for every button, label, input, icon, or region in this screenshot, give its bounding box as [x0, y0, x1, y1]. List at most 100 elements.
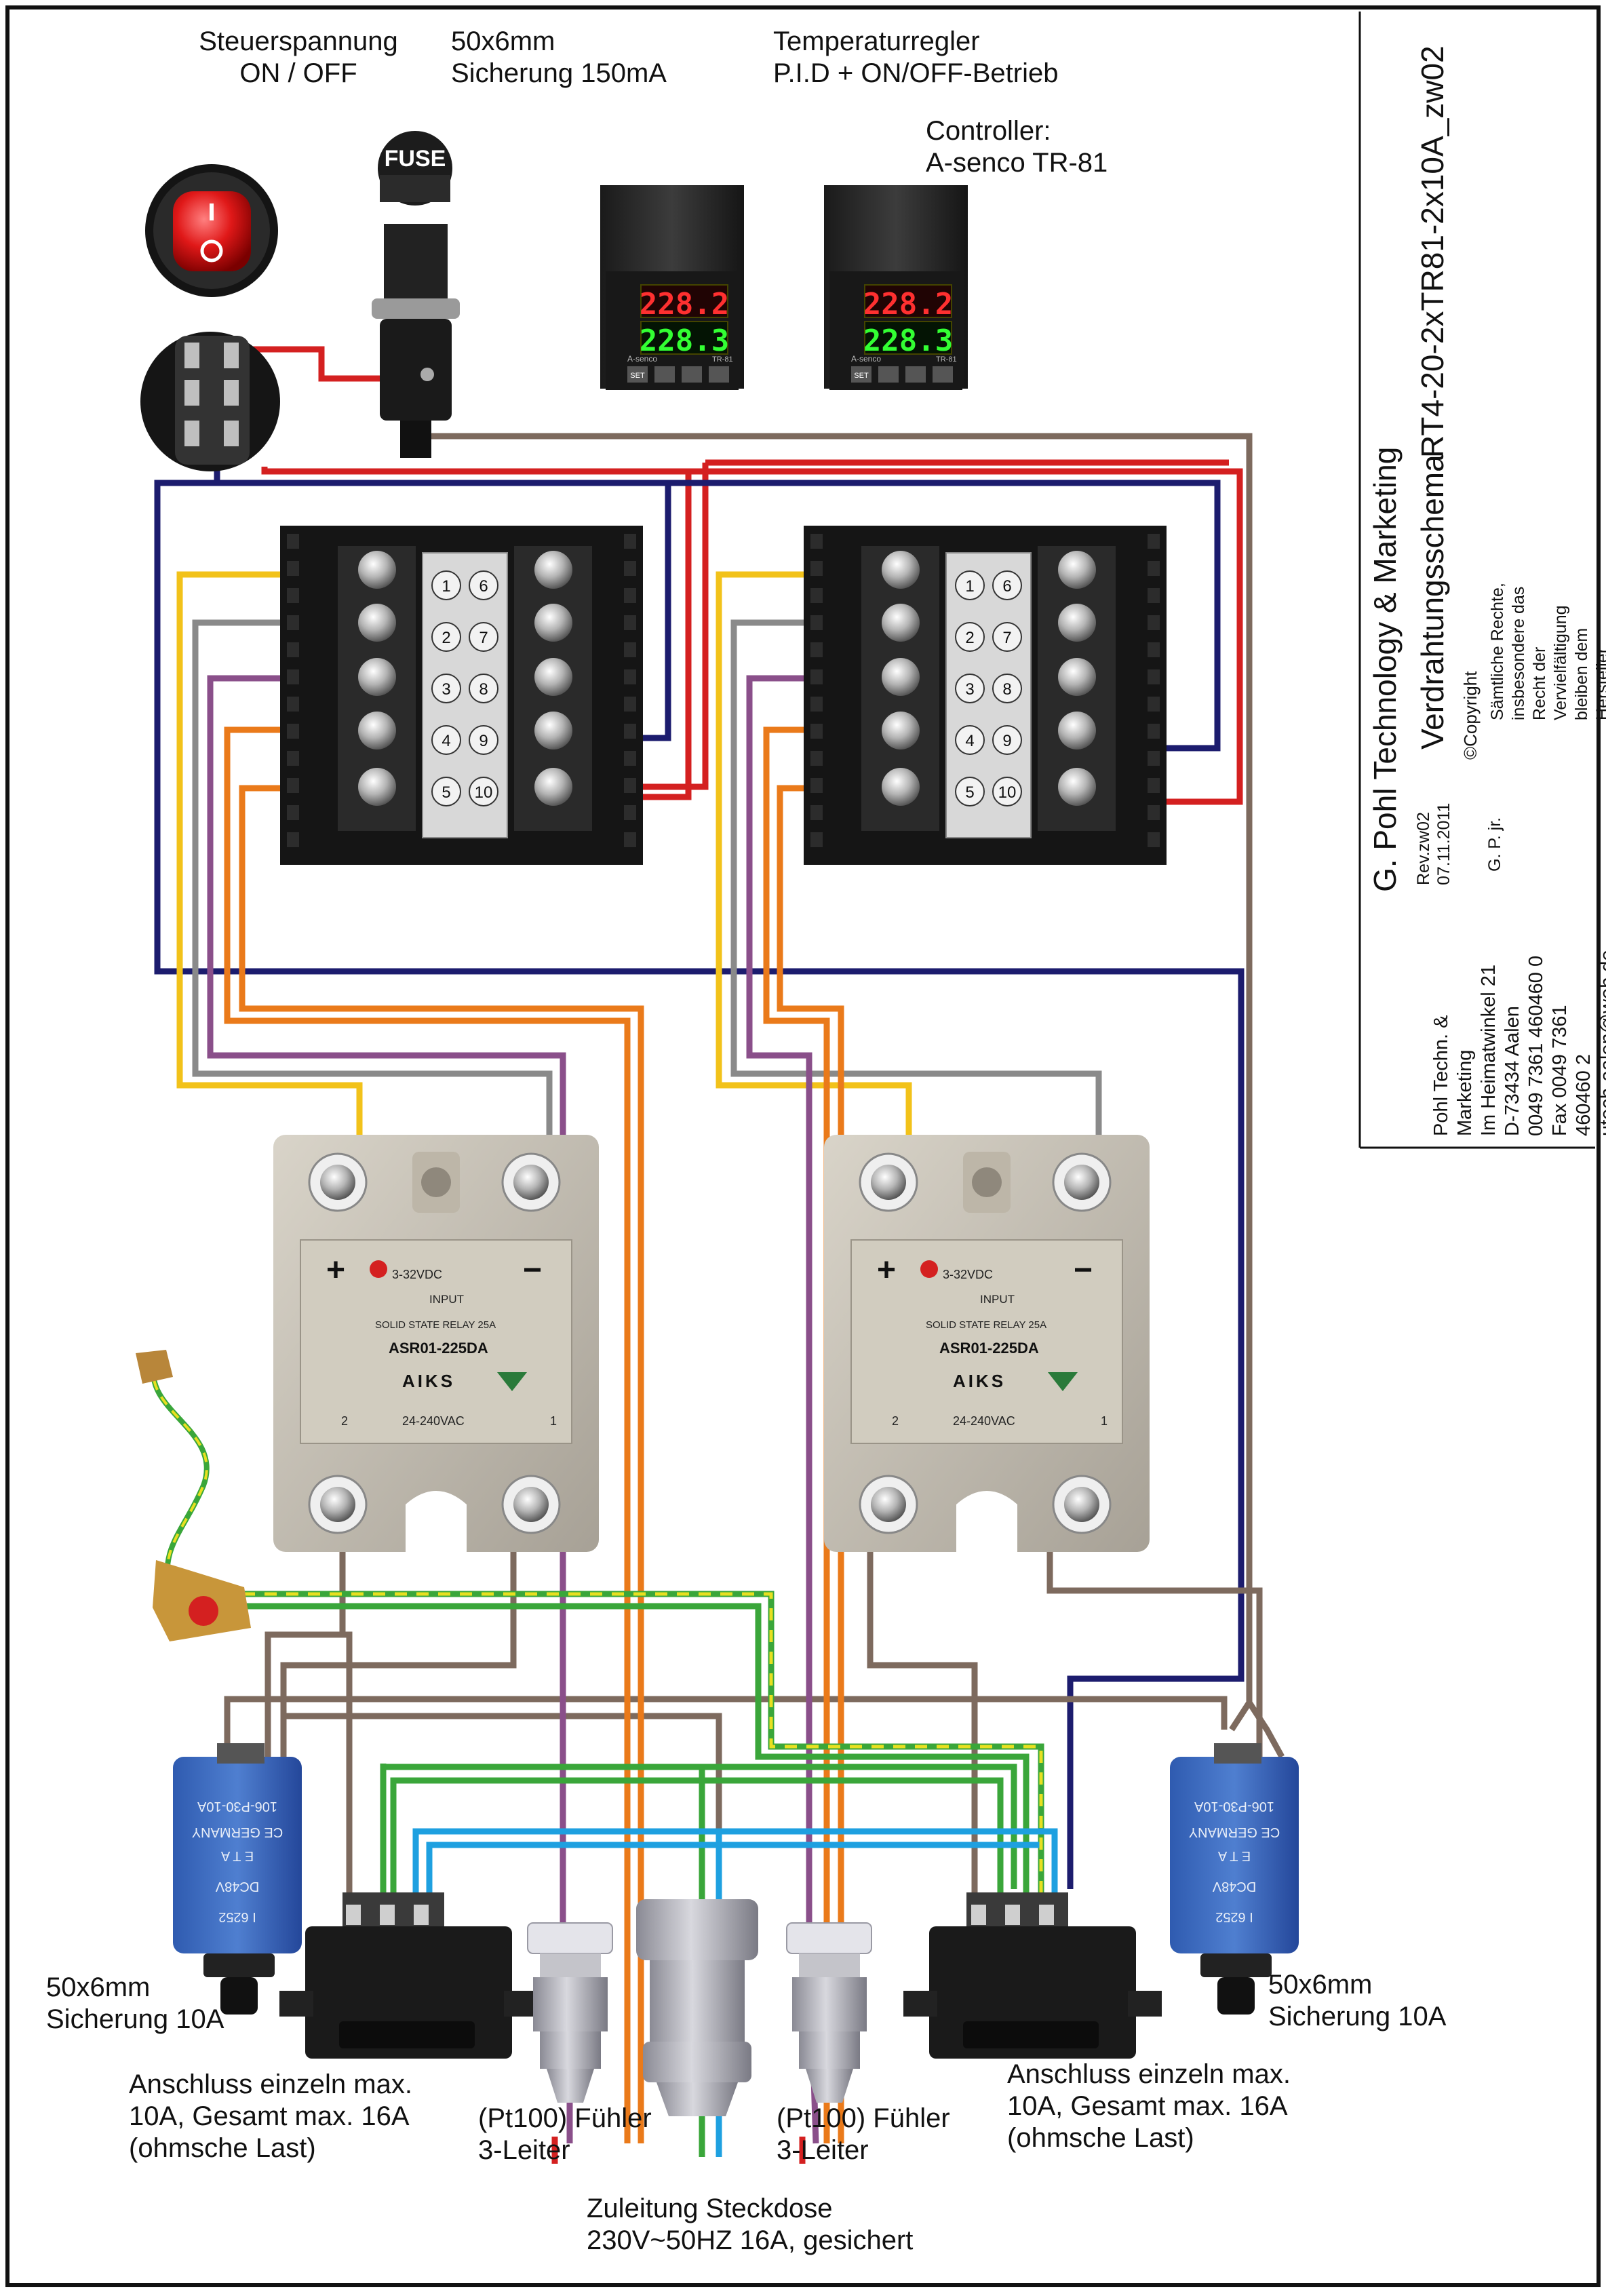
- terminal-screw: [1058, 768, 1096, 806]
- ssr-dc-range: 3-32VDC: [392, 1268, 442, 1281]
- cable-gland-mains: [636, 1899, 758, 2116]
- ssr-minus: −: [523, 1252, 542, 1288]
- terminal-block-rib: [287, 832, 299, 847]
- terminal-number-circle: [469, 570, 498, 600]
- terminal-number-circle: [955, 570, 985, 600]
- terminal-screw: [358, 712, 396, 750]
- ssr-plus: +: [326, 1252, 345, 1288]
- ssr-plus: +: [877, 1252, 896, 1288]
- ssr-type-label: SOLID STATE RELAY 25A: [375, 1319, 496, 1331]
- breaker-nut: [203, 1953, 275, 1977]
- terminal-block-rib: [287, 805, 299, 820]
- breaker-print-line: CE GERMANY: [192, 1825, 283, 1840]
- ssr-terminal-screw: [513, 1487, 549, 1522]
- terminal-screw: [882, 658, 920, 696]
- terminal-number-circle: [955, 674, 985, 703]
- ssr-term-2: 2: [341, 1414, 348, 1428]
- terminal-number-circle: [431, 777, 461, 806]
- outer-frame: [5, 5, 1601, 2287]
- title-revision: Rev.zw02: [1414, 812, 1433, 885]
- terminal-screw: [1058, 604, 1096, 642]
- wire-yellow-right: [716, 571, 912, 1156]
- title-drawing-number: RT4-20-2xTR81-2x10A_zw02: [1415, 45, 1450, 458]
- terminal-block-rib: [287, 561, 299, 576]
- breaker-print-line: 106-P30-10A: [197, 1799, 277, 1814]
- wire-brown-right-b: [1046, 1516, 1263, 1757]
- ssr-mount-slot: [406, 1491, 467, 1552]
- terminal-block-rib: [624, 778, 636, 793]
- terminal-number-circle: [955, 777, 985, 806]
- terminal-block-rib: [810, 615, 823, 630]
- terminal-screw: [534, 604, 572, 642]
- terminal-block-rib: [287, 724, 299, 739]
- terminal-block-rib: [810, 724, 823, 739]
- terminal-screw: [882, 604, 920, 642]
- terminal-number-circle: [992, 622, 1022, 652]
- controller-2-set-key: SET: [854, 372, 869, 380]
- terminal-number-circle: [469, 674, 498, 703]
- terminal-block-rib: [1148, 832, 1160, 847]
- label-fuehler-right: (Pt100) Fühler 3-Leiter: [777, 2103, 950, 2165]
- title-date: 07.11.2011: [1434, 802, 1453, 885]
- ssr-model-label: ASR01-225DA: [389, 1340, 488, 1357]
- terminal-block-rib: [810, 669, 823, 684]
- terminal-number-label: 3: [442, 680, 450, 699]
- terminal-block-rib: [810, 778, 823, 793]
- terminal-block-rib: [624, 724, 636, 739]
- title-copyright-head: ©Copyright: [1460, 671, 1481, 760]
- ssr-label-plate: [300, 1239, 572, 1444]
- terminal-block-rib: [624, 697, 636, 712]
- socket-left: [279, 1892, 538, 2059]
- ssr-brand-logo: [497, 1372, 527, 1391]
- ssr-terminal-screw: [1064, 1165, 1099, 1200]
- terminal-block-rib: [810, 697, 823, 712]
- terminal-block-rib: [1148, 561, 1160, 576]
- terminal-block-rib: [1148, 751, 1160, 766]
- terminal-block-rib: [1148, 697, 1160, 712]
- label-temperaturregler: Temperaturregler P.I.D + ON/OFF-Betrieb: [773, 26, 1059, 88]
- terminal-block-rib: [287, 642, 299, 657]
- terminal-number-label: 9: [1002, 732, 1011, 750]
- terminal-block-rib: [624, 669, 636, 684]
- terminal-number-circle: [469, 777, 498, 806]
- breaker-print-line: I 6252: [218, 1909, 256, 1924]
- wire-brown-right-a: [867, 1516, 978, 1913]
- title-copyright-text: Sämtliche Rechte, insbesondere das Recht…: [1488, 583, 1606, 720]
- breaker-button: [1217, 1977, 1255, 2015]
- terminal-block-rib: [1148, 778, 1160, 793]
- rocker-switch-front: [145, 164, 278, 297]
- terminal-number-circle: [431, 674, 461, 703]
- ssr-model-label: ASR01-225DA: [939, 1340, 1039, 1357]
- terminal-number-circle: [469, 725, 498, 755]
- terminal-number-circle: [431, 570, 461, 600]
- terminal-block-rib: [287, 588, 299, 603]
- terminal-screw: [358, 768, 396, 806]
- terminal-block-rib: [287, 751, 299, 766]
- ssr-ac-range: 24-240VAC: [953, 1414, 1015, 1428]
- label-zuleitung: Zuleitung Steckdose 230V~50HZ 16A, gesic…: [587, 2194, 914, 2255]
- terminal-number-circle: [992, 725, 1022, 755]
- controller-2-brand: A-senco: [851, 354, 881, 364]
- terminal-block-rib: [624, 615, 636, 630]
- cable-gland-sensor-left: [527, 1922, 613, 2103]
- terminal-block-rib: [287, 615, 299, 630]
- socket-right: [903, 1892, 1162, 2059]
- temperature-controller-2: 228.2 228.3 A-senco TR-81 SET: [824, 185, 968, 390]
- ssr-led: [920, 1260, 938, 1278]
- rocker-switch-back: [140, 332, 280, 471]
- breaker-print-line: 106-P30-10A: [1194, 1799, 1274, 1814]
- earth-wire-yellow-stripe: [243, 1592, 1043, 1892]
- ssr-mount-hole-inner: [421, 1167, 451, 1197]
- terminal-number-label: 4: [965, 732, 974, 750]
- ssr-terminal-screw: [320, 1487, 355, 1522]
- terminal-block-rib: [287, 778, 299, 793]
- ssr-terminal-screw: [871, 1487, 906, 1522]
- breaker-print-line: E T A: [220, 1848, 254, 1863]
- terminal-block-rib: [810, 561, 823, 576]
- breaker-print-line: I 6252: [1215, 1909, 1253, 1924]
- terminal-number-circle: [992, 777, 1022, 806]
